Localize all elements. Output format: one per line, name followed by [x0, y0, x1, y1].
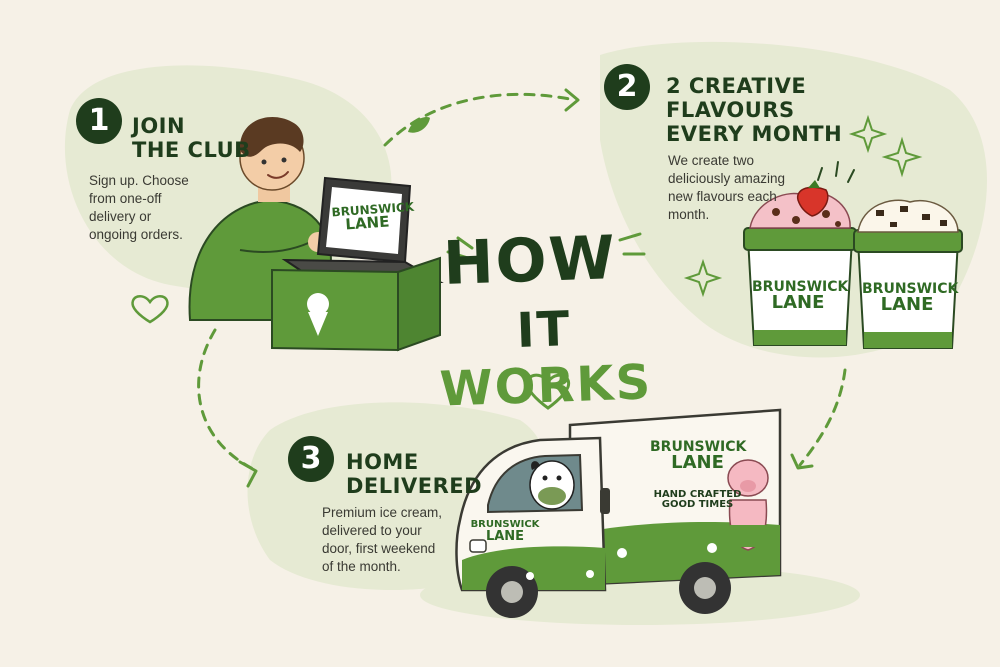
step-2-desc-line-2: deliciously amazing — [668, 171, 786, 186]
step-2-description: We create two deliciously amazing new fl… — [668, 152, 785, 224]
brand-line-2: LANE — [485, 529, 525, 544]
truck-side-mirror — [600, 488, 610, 514]
sparkle-icon — [683, 258, 723, 298]
step-3-desc-line-2: delivered to your — [322, 523, 422, 538]
step-3-title: HOME DELIVERED — [346, 450, 482, 498]
step-2-title: 2 CREATIVE FLAVOURS EVERY MONTH — [666, 74, 842, 146]
brand-line-1: BRUNSWICK — [650, 439, 747, 455]
brand-line-2: LANE — [771, 292, 825, 313]
step-2-number-badge: 2 — [604, 64, 650, 110]
truck-slogan: HAND CRAFTED GOOD TIMES — [650, 490, 745, 510]
step-2-title-line-1: 2 CREATIVE — [666, 74, 807, 98]
truck-headlight — [469, 539, 487, 553]
heart-icon-center — [525, 373, 571, 410]
brand-line-1: BRUNSWICK — [752, 279, 849, 295]
headline-how: HOW — [442, 222, 618, 300]
step-3-desc-line-1: Premium ice cream, — [322, 505, 443, 520]
truck-slogan-line-2: GOOD TIMES — [661, 499, 734, 510]
headline-works: WORKS — [438, 354, 654, 418]
strawberry-icon — [797, 186, 829, 217]
step-1-title-line-1: JOIN — [132, 114, 186, 138]
tub-2-brand-logo: BRUNSWICK LANE — [862, 281, 959, 315]
headline-it: IT — [515, 301, 573, 359]
step-1-desc-line-1: Sign up. Choose — [89, 173, 189, 188]
leaf-icon — [408, 116, 430, 133]
step-1-title-line-2: THE CLUB — [132, 138, 251, 162]
heart-icon — [131, 294, 169, 324]
sparkle-icon — [848, 114, 888, 154]
step-2-desc-line-3: new flavours each — [668, 189, 777, 204]
ice-cream-tub-cookies — [853, 199, 963, 349]
sparkle-icon — [881, 136, 923, 178]
step-3-desc-line-3: door, first weekend — [322, 541, 436, 556]
step-3-number-badge: 3 — [288, 436, 334, 482]
arrow-step1-to-step2 — [383, 92, 577, 147]
truck-cab-brand-logo: BRUNSWICK LANE — [470, 519, 540, 544]
step-1-number-badge: 1 — [76, 98, 122, 144]
brand-line-2: LANE — [671, 452, 724, 473]
laptop-brand-logo: BRUNSWICK LANE — [331, 200, 414, 234]
pig-mascot — [727, 459, 769, 551]
step-2-title-line-2: FLAVOURS — [666, 98, 795, 122]
burst-lines — [446, 232, 646, 260]
step-3-title-line-1: HOME — [346, 450, 419, 474]
cow-mascot — [529, 460, 575, 510]
step-1-desc-line-2: from one-off — [89, 191, 162, 206]
step-1-title: JOIN THE CLUB — [132, 114, 251, 162]
laptop-illustration — [281, 176, 444, 283]
step-2-desc-line-1: We create two — [668, 153, 755, 168]
step-1-desc-line-3: delivery or — [89, 209, 152, 224]
sparkle-lines — [817, 161, 855, 183]
headline-it-works: IT WORKS — [418, 298, 672, 419]
arrow-step1-to-step3 — [197, 328, 257, 472]
arrow-step2-to-step3 — [798, 368, 847, 467]
flow-arrows — [197, 92, 847, 472]
arrow-heads — [238, 88, 814, 488]
truck-slogan-line-1: HAND CRAFTED — [653, 489, 742, 500]
tub-1-brand-logo: BRUNSWICK LANE — [752, 279, 849, 313]
brand-line-2: LANE — [880, 294, 934, 315]
ice-cream-tub-strawberry — [743, 180, 857, 346]
step-3-title-line-2: DELIVERED — [346, 474, 483, 498]
ice-cream-icon — [308, 312, 328, 336]
brand-line-1: BRUNSWICK — [862, 281, 959, 297]
step-1-description: Sign up. Choose from one-off delivery or… — [89, 172, 189, 244]
brand-line-1: BRUNSWICK — [470, 519, 540, 530]
step-2-title-line-3: EVERY MONTH — [666, 122, 843, 146]
step-3-desc-line-4: of the month. — [322, 559, 401, 574]
step-2-desc-line-4: month. — [668, 207, 710, 222]
truck-box-brand-logo: BRUNSWICK LANE — [650, 439, 747, 473]
delivery-box — [271, 256, 441, 352]
delivery-truck — [455, 408, 782, 618]
step-1-desc-line-4: ongoing orders. — [89, 227, 183, 242]
step-3-description: Premium ice cream, delivered to your doo… — [322, 504, 442, 576]
flower-icons — [526, 543, 717, 580]
